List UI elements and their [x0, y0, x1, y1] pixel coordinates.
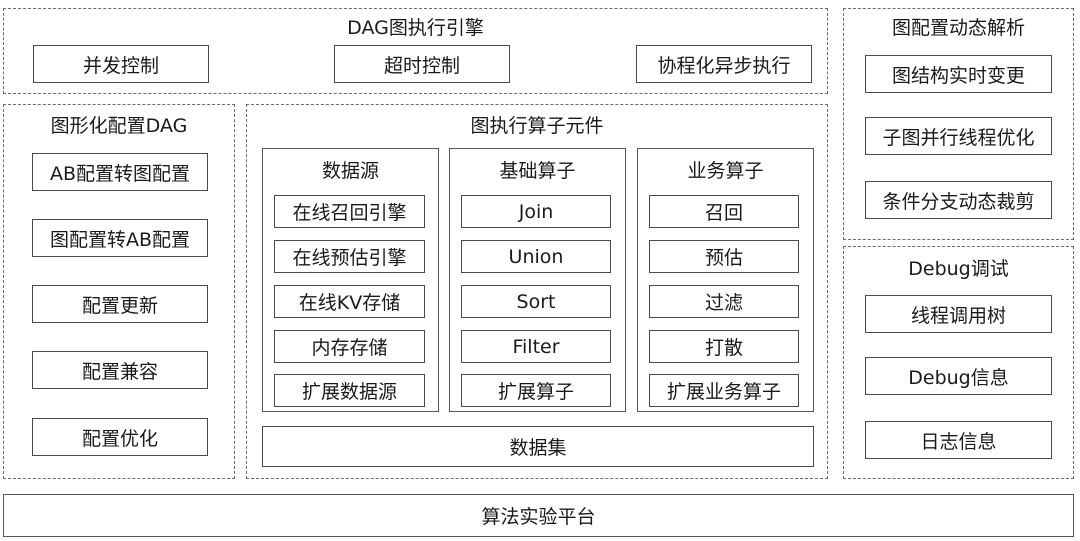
graph-to-ab-box: 图配置转AB配置 [32, 219, 208, 257]
extend-op-box: 扩展算子 [461, 374, 611, 407]
graph-realtime-change-box: 图结构实时变更 [865, 55, 1052, 93]
ab-to-graph-box: AB配置转图配置 [32, 153, 208, 191]
coroutine-async-box: 协程化异步执行 [636, 45, 812, 83]
basic-ops-group [449, 148, 626, 412]
config-optimize-box: 配置优化 [32, 418, 208, 456]
concurrency-control-box: 并发控制 [33, 45, 209, 83]
operators-panel [246, 104, 828, 479]
filter-business-op-box: 过滤 [649, 285, 799, 318]
subgraph-parallel-box: 子图并行线程优化 [865, 117, 1052, 155]
operators-title: 图执行算子元件 [470, 115, 604, 137]
config-update-box: 配置更新 [32, 285, 208, 323]
online-kv-storage-box: 在线KV存储 [274, 285, 425, 318]
log-info-box: 日志信息 [865, 421, 1052, 459]
dag-engine-panel [3, 8, 828, 94]
thread-call-tree-box: 线程调用树 [865, 295, 1052, 333]
extend-business-op-box: 扩展业务算子 [649, 374, 799, 407]
recall-op-box: 召回 [649, 195, 799, 228]
shuffle-op-box: 打散 [649, 330, 799, 363]
debug-info-box: Debug信息 [865, 357, 1052, 395]
algorithm-platform-bar: 算法实验平台 [3, 494, 1074, 537]
graph-config-panel [843, 8, 1074, 240]
graphic-dag-panel [3, 104, 235, 479]
business-ops-title: 业务算子 [687, 160, 764, 182]
filter-op-box: Filter [461, 330, 611, 363]
sort-op-box: Sort [461, 285, 611, 318]
graph-config-title: 图配置动态解析 [891, 17, 1025, 39]
extend-data-source-box: 扩展数据源 [274, 374, 425, 407]
predict-op-box: 预估 [649, 240, 799, 273]
memory-storage-box: 内存存储 [274, 330, 425, 363]
dag-engine-title: DAG图执行引擎 [347, 17, 484, 39]
graphic-dag-title: 图形化配置DAG [50, 115, 188, 137]
business-ops-group [637, 148, 814, 412]
debug-panel [843, 246, 1074, 479]
union-op-box: Union [461, 240, 611, 273]
conditional-pruning-box: 条件分支动态裁剪 [865, 181, 1052, 219]
dataset-box: 数据集 [262, 426, 814, 467]
timeout-control-box: 超时控制 [334, 45, 510, 83]
basic-ops-title: 基础算子 [499, 160, 576, 182]
data-source-group [262, 148, 439, 412]
data-source-title: 数据源 [321, 160, 379, 182]
join-op-box: Join [461, 195, 611, 228]
online-recall-engine-box: 在线召回引擎 [274, 195, 425, 228]
debug-title: Debug调试 [908, 258, 1009, 280]
config-compat-box: 配置兼容 [32, 351, 208, 389]
online-predict-engine-box: 在线预估引擎 [274, 240, 425, 273]
